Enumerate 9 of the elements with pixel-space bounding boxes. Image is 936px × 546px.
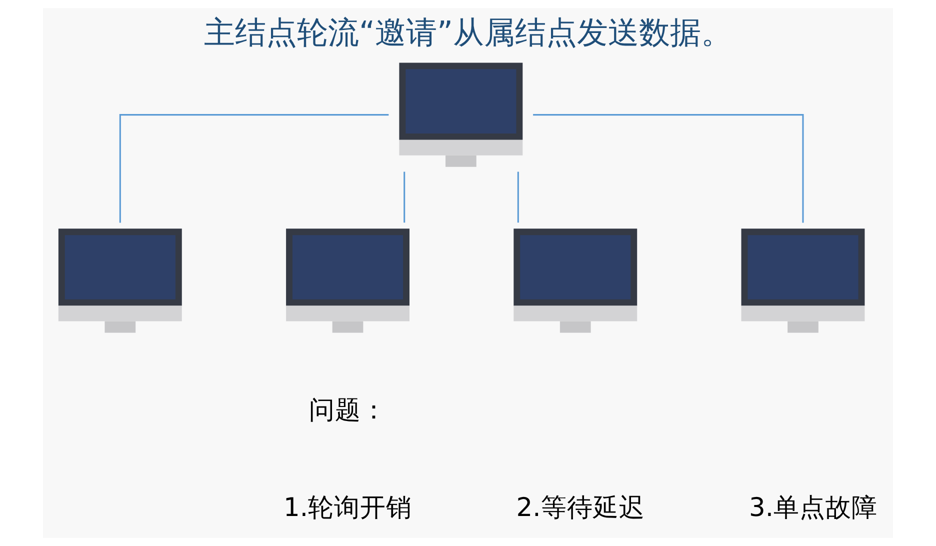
- diagram-title: 主结点轮流“邀请”从属结点发送数据。: [204, 15, 732, 52]
- connector: [119, 114, 389, 223]
- label: 3.单点故障: [749, 493, 878, 524]
- label: 1.轮询开销: [284, 493, 412, 524]
- label: 2.等待延迟: [516, 493, 645, 524]
- label: 问题：: [308, 395, 387, 426]
- connector: [517, 172, 519, 223]
- connector: [404, 172, 406, 223]
- connector: [533, 114, 804, 223]
